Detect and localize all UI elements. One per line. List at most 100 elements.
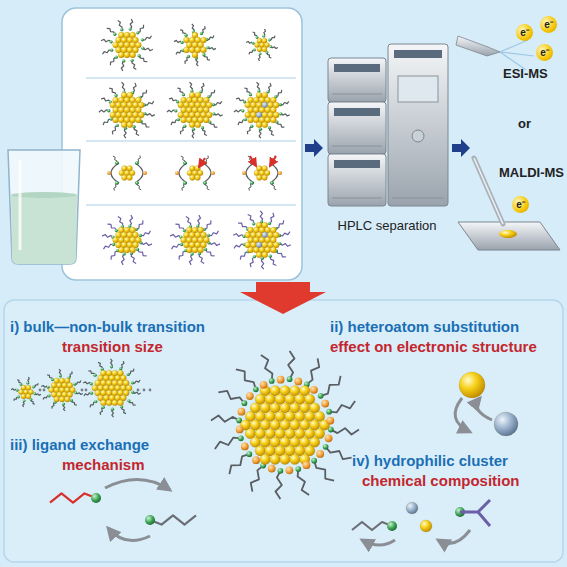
atom-sphere xyxy=(183,47,189,53)
ligand-chain xyxy=(122,254,125,265)
atom-sphere xyxy=(59,396,65,402)
sulfur-atom xyxy=(196,224,199,227)
staple-motif xyxy=(135,163,143,183)
red-arrow xyxy=(250,156,256,166)
sulfur-atom xyxy=(112,243,115,246)
metal-adatom xyxy=(175,171,179,175)
atom-sphere xyxy=(195,175,201,181)
sulfur-atom xyxy=(204,248,207,251)
row-separator xyxy=(86,204,296,205)
sulfur-atom xyxy=(131,391,134,394)
sulfur-atom xyxy=(184,34,187,37)
ligand-chain xyxy=(248,215,254,224)
sulfur-atom xyxy=(16,389,19,392)
metal-adatom xyxy=(211,171,215,175)
sulfur-atom xyxy=(113,33,116,36)
sulfur-atom xyxy=(115,229,118,232)
ligand-chain xyxy=(321,376,341,396)
connector-word: or xyxy=(518,116,531,131)
sulfur-atom xyxy=(107,109,110,112)
ligand-chain xyxy=(190,254,193,265)
maldi-plate xyxy=(458,222,560,250)
metal-adatom xyxy=(321,400,329,408)
ligand-chain xyxy=(326,447,352,459)
atom-sphere xyxy=(270,247,276,253)
atom-sphere xyxy=(290,454,300,464)
ligand-chain xyxy=(198,215,201,226)
sulfur-atom xyxy=(250,125,253,128)
ligand-chain xyxy=(261,258,263,269)
sulfur-atom xyxy=(114,94,117,97)
ligand-chain xyxy=(270,256,276,265)
exchange-arrow xyxy=(477,398,492,420)
glass-highlight xyxy=(19,160,22,250)
ligand-chain xyxy=(236,369,256,389)
metal-adatom xyxy=(242,171,246,175)
sulfur-atom xyxy=(270,181,273,184)
ligand-chain xyxy=(229,454,249,474)
ellipsis-dot xyxy=(149,389,152,392)
sulfur-atom xyxy=(183,125,186,128)
result-panel xyxy=(4,300,563,562)
sulfur-atom xyxy=(269,45,272,48)
sulfur-atom xyxy=(270,181,274,185)
instrument-module xyxy=(328,58,386,102)
sulfur-atom xyxy=(242,400,248,406)
atom-sphere xyxy=(181,117,187,123)
topic-heading: i) bulk—non-bulk transition xyxy=(10,318,205,335)
metal-adatom xyxy=(252,456,260,464)
ligand-chain xyxy=(141,243,152,246)
sulfur-atom xyxy=(174,109,177,112)
sulfur-atom xyxy=(203,181,206,184)
sulfur-atom xyxy=(73,383,76,386)
sulfur-atom xyxy=(183,181,186,184)
atom-sphere xyxy=(122,175,128,181)
atom-sphere xyxy=(124,247,130,253)
electron-mark: e⁻ xyxy=(540,16,557,33)
topic-subheading: chemical composition xyxy=(362,472,520,489)
atom-sphere xyxy=(124,52,130,58)
metal-adatom xyxy=(285,466,293,474)
electron-mark: e⁻ xyxy=(536,44,553,61)
ligand-chain xyxy=(277,251,286,257)
sulfur-atom xyxy=(253,255,256,258)
atom-sphere xyxy=(270,454,280,464)
ellipsis-dot xyxy=(137,389,140,392)
sulfur-atom xyxy=(252,42,255,45)
sample-spot xyxy=(499,230,517,238)
ligand-chain xyxy=(331,428,359,434)
sulfur-atom xyxy=(207,234,210,237)
sulfur-atom xyxy=(177,118,180,121)
sulfur-atom xyxy=(183,161,186,164)
sulfur-atom xyxy=(135,181,139,185)
sulfur-atom xyxy=(278,468,284,474)
ligand-chain xyxy=(276,471,282,499)
metal-adatom xyxy=(277,376,285,384)
atom-sphere xyxy=(54,396,60,402)
sulfur-atom xyxy=(127,399,130,402)
sulfur-atom xyxy=(268,126,271,129)
atom-sphere xyxy=(262,175,268,181)
metal-adatom xyxy=(143,171,147,175)
metal-adatom xyxy=(316,450,324,458)
sulfur-atom xyxy=(135,181,138,184)
atom-sphere xyxy=(420,520,432,532)
atom-sphere xyxy=(118,247,124,253)
ligand-chain xyxy=(233,234,244,237)
atom-sphere xyxy=(494,412,518,436)
sulfur-atom xyxy=(90,382,93,385)
ligand-chain xyxy=(102,235,113,238)
sulfur-atom xyxy=(48,394,51,397)
sulfur-atom xyxy=(206,46,209,49)
sulfur-atom xyxy=(122,59,125,62)
atom-sphere xyxy=(192,52,198,58)
sulfur-atom xyxy=(269,255,272,258)
ligand-chain xyxy=(314,461,334,481)
method-label: ESI-MS xyxy=(503,66,548,81)
sulfur-atom xyxy=(115,161,119,165)
metal-adatom xyxy=(310,386,318,394)
atom-sphere xyxy=(190,175,196,181)
sulfur-atom xyxy=(110,49,113,52)
atom-sphere xyxy=(198,247,204,253)
metal-adatom xyxy=(278,171,282,175)
